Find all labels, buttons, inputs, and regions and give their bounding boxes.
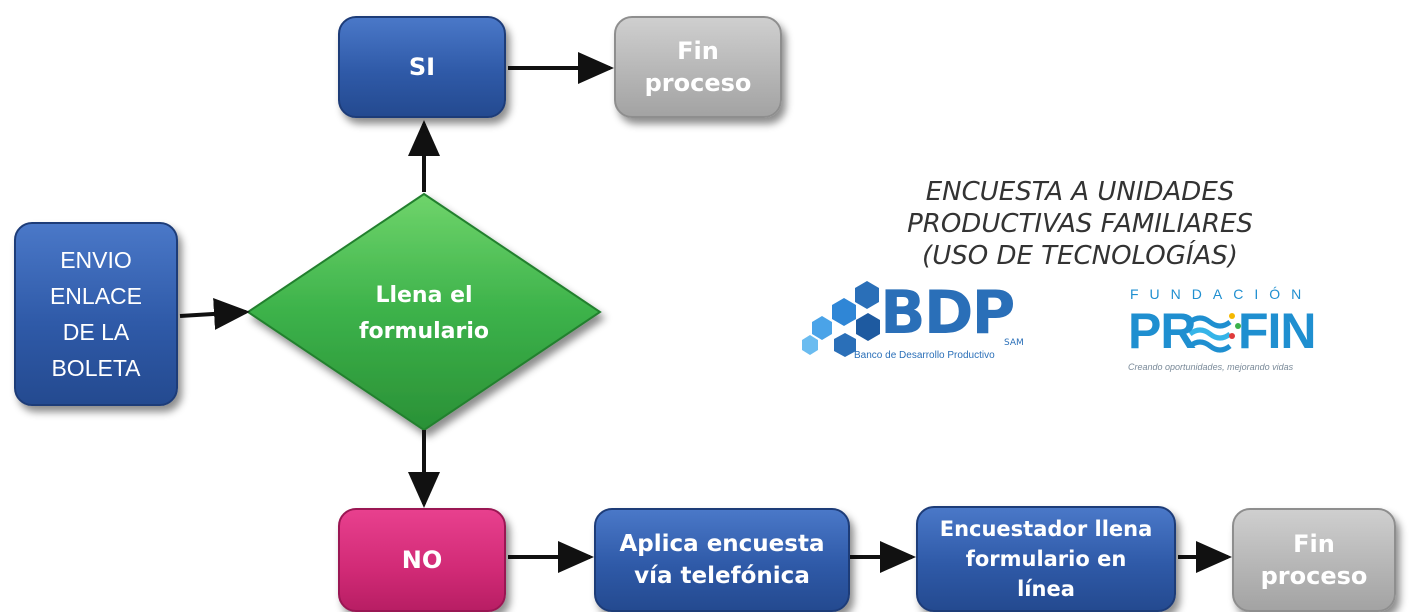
bdp-logo: BDP SAM Banco de Desarrollo Productivo	[854, 278, 1040, 372]
online-line-2: formulario en	[965, 547, 1127, 571]
survey-title: ENCUESTA A UNIDADES PRODUCTIVAS FAMILIAR…	[850, 176, 1310, 272]
profin-logo-top: FUNDACIÓN	[1130, 286, 1313, 302]
online-line-3: línea	[1017, 577, 1075, 601]
phone-line-1: Aplica encuesta	[619, 531, 825, 557]
survey-title-line-1: ENCUESTA A UNIDADES	[925, 177, 1235, 207]
no-node: NO	[338, 508, 506, 612]
bdp-logo-tagline: Banco de Desarrollo Productivo	[854, 350, 995, 361]
phone-line-2: vía telefónica	[634, 563, 810, 589]
profin-wave-icon	[1188, 313, 1241, 353]
arrow-start-to-decision	[179, 297, 250, 330]
phone-survey-node: Aplica encuesta vía telefónica	[594, 508, 850, 612]
start-label-line-2: ENLACE	[49, 283, 143, 309]
profin-logo: FUNDACIÓN PR FIN Creando oportunidades, …	[1128, 286, 1348, 376]
survey-title-line-3: (USO DE TECNOLOGÍAS)	[922, 241, 1238, 271]
no-label: NO	[401, 546, 443, 574]
bdp-logo-hexagons	[802, 281, 880, 357]
yes-label: SI	[408, 53, 436, 81]
end-bottom-line-1: Fin	[1293, 530, 1335, 558]
bdp-logo-name: BDP	[880, 278, 1016, 348]
start-label-line-4: BOLETA	[51, 355, 141, 381]
start-node: ENVIO ENLACE DE LA BOLETA	[14, 222, 178, 406]
bdp-logo-suffix: SAM	[1004, 338, 1024, 348]
start-label-line-3: DE LA	[62, 319, 130, 345]
profin-logo-name-right: FIN	[1238, 303, 1317, 359]
start-label-line-1: ENVIO	[60, 247, 132, 273]
decision-label-line-2: formulario	[359, 319, 489, 344]
profin-logo-name-left: PR	[1128, 303, 1196, 359]
decision-label-line-1: Llena el	[375, 283, 472, 308]
online-form-node: Encuestador llena formulario en línea	[916, 506, 1176, 612]
end-bottom-line-2: proceso	[1260, 562, 1368, 590]
end-top-line-1: Fin	[677, 37, 719, 65]
yes-node: SI	[338, 16, 506, 118]
survey-title-line-2: PRODUCTIVAS FAMILIARES	[907, 209, 1253, 239]
online-line-1: Encuestador llena	[939, 517, 1153, 541]
end-top-line-2: proceso	[644, 69, 752, 97]
decision-diamond	[246, 192, 602, 432]
profin-logo-tagline: Creando oportunidades, mejorando vidas	[1128, 362, 1294, 372]
end-node-bottom: Fin proceso	[1232, 508, 1396, 612]
end-node-top: Fin proceso	[614, 16, 782, 118]
